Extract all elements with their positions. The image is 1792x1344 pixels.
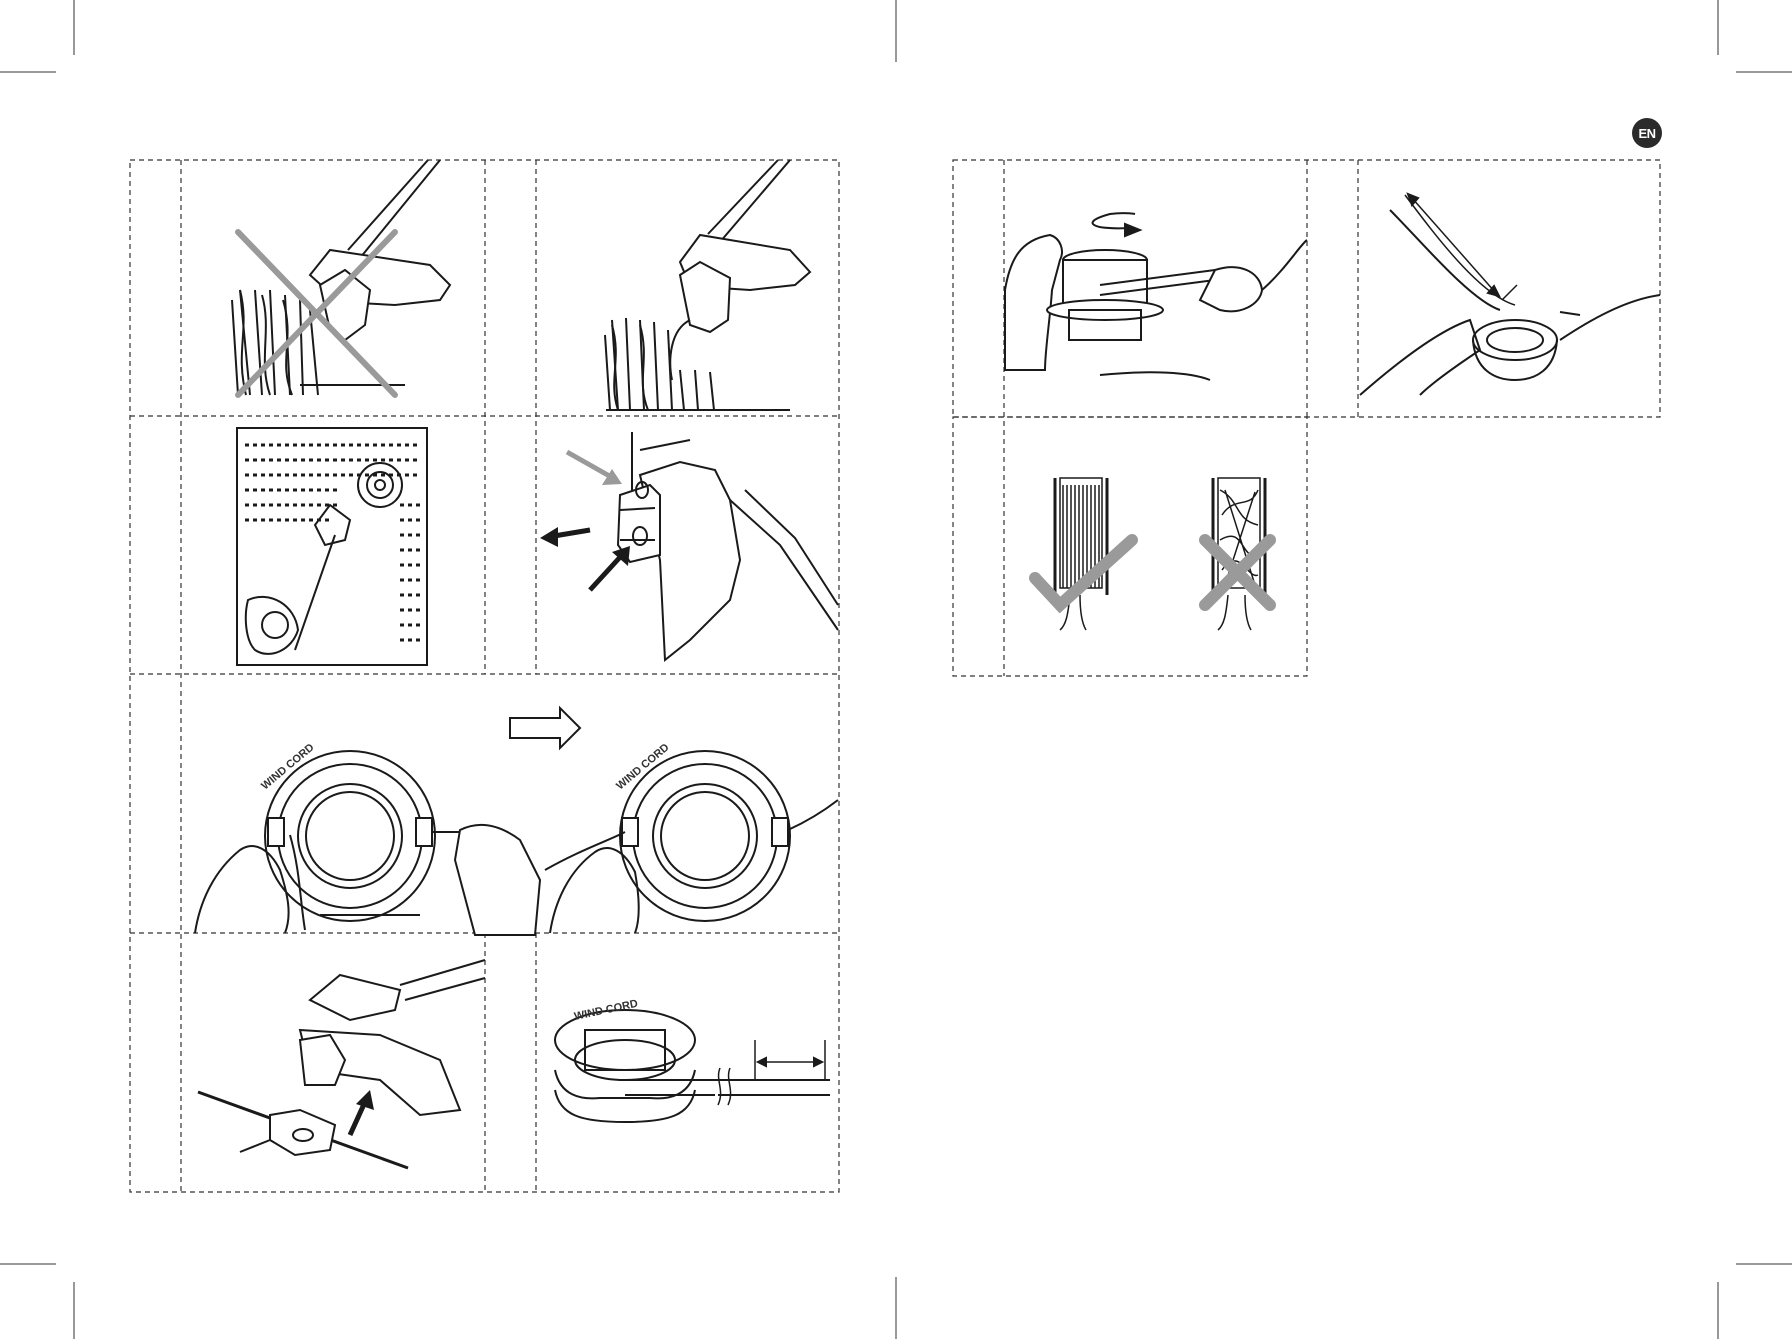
figure-line-measure [1360, 194, 1660, 395]
figure-spool-length: WIND CORD [555, 998, 830, 1122]
rotation-arrow-icon [1093, 213, 1140, 236]
figure-correct-angle [605, 160, 810, 410]
hollow-arrow-icon [510, 708, 580, 748]
figure-attach-head [198, 960, 485, 1168]
spool-label-result: WIND CORD [614, 741, 671, 792]
figure-feed-line: WIND CORD [195, 741, 540, 935]
language-badge: EN [1632, 118, 1662, 148]
figure-wind-spool [1005, 235, 1307, 380]
figure-head-release [618, 432, 838, 660]
figure-incorrect-angle [232, 160, 450, 395]
spool-label: WIND CORD [259, 741, 316, 792]
figure-trimming-path [237, 428, 427, 665]
push-arrow-icon [540, 452, 630, 590]
push-up-arrow-icon [350, 1090, 374, 1135]
left-panel-grid [130, 160, 839, 1192]
figure-feed-line-result: WIND CORD [545, 741, 838, 933]
